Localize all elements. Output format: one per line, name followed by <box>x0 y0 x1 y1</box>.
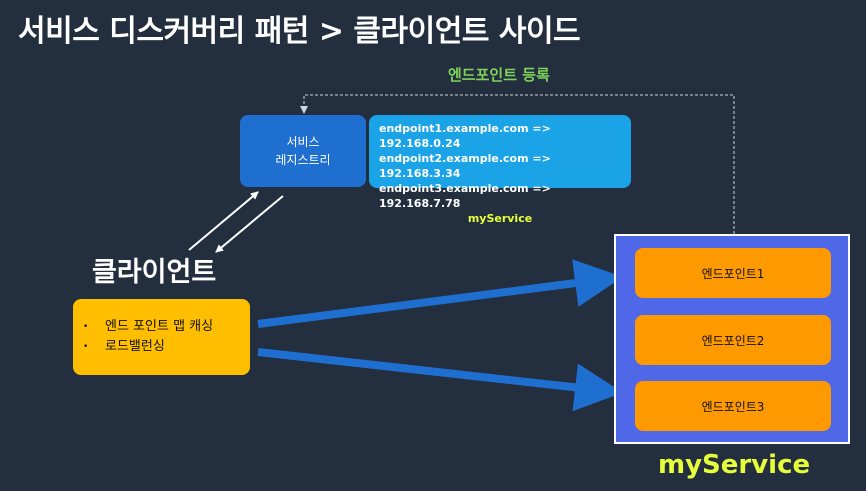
bullet-icon: • <box>83 322 89 332</box>
client-box: • 엔드 포인트 맵 캐싱 • 로드밸런싱 <box>73 299 250 375</box>
endpoint-mapping-box: endpoint1.example.com => 192.168.0.24 en… <box>369 115 631 225</box>
endpoint-mapping-service-name: myService <box>467 212 533 225</box>
registry-to-client-arrow <box>215 195 284 253</box>
registration-arrowhead <box>300 106 308 114</box>
endpoint-node-1: 엔드포인트1 <box>635 248 831 298</box>
registry-label-line2: 레지스트리 <box>275 153 331 167</box>
registration-label: 엔드포인트 등록 <box>448 66 550 84</box>
client-feature-item: • 엔드 포인트 맵 캐싱 <box>83 317 250 337</box>
client-label: 클라이언트 <box>92 257 217 288</box>
endpoint-mapping-entry: endpoint3.example.com => 192.168.7.78 <box>379 182 551 210</box>
endpoint-node-2: 엔드포인트2 <box>635 315 831 365</box>
endpoint-mapping-entry: endpoint2.example.com => 192.168.3.34 <box>379 152 551 180</box>
client-feature-label: 엔드 포인트 맵 캐싱 <box>105 319 214 334</box>
bullet-icon: • <box>83 342 89 352</box>
page-title: 서비스 디스커버리 패턴 > 클라이언트 사이드 <box>18 14 581 49</box>
client-to-endpoint1-arrow <box>257 259 623 328</box>
endpoint-node-3: 엔드포인트3 <box>635 381 831 431</box>
client-to-registry-arrow <box>188 191 259 251</box>
client-to-endpoint3-arrow <box>257 348 623 412</box>
endpoint-mapping-entry: endpoint1.example.com => 192.168.0.24 <box>379 122 551 150</box>
client-feature-label: 로드밸런싱 <box>105 339 165 354</box>
registry-label-line1: 서비스 <box>286 135 320 149</box>
client-feature-item: • 로드밸런싱 <box>83 337 250 357</box>
service-registry-box: 서비스 레지스트리 <box>240 115 366 187</box>
service-name-label: myService <box>658 450 811 480</box>
registration-dotted-line <box>303 94 735 234</box>
